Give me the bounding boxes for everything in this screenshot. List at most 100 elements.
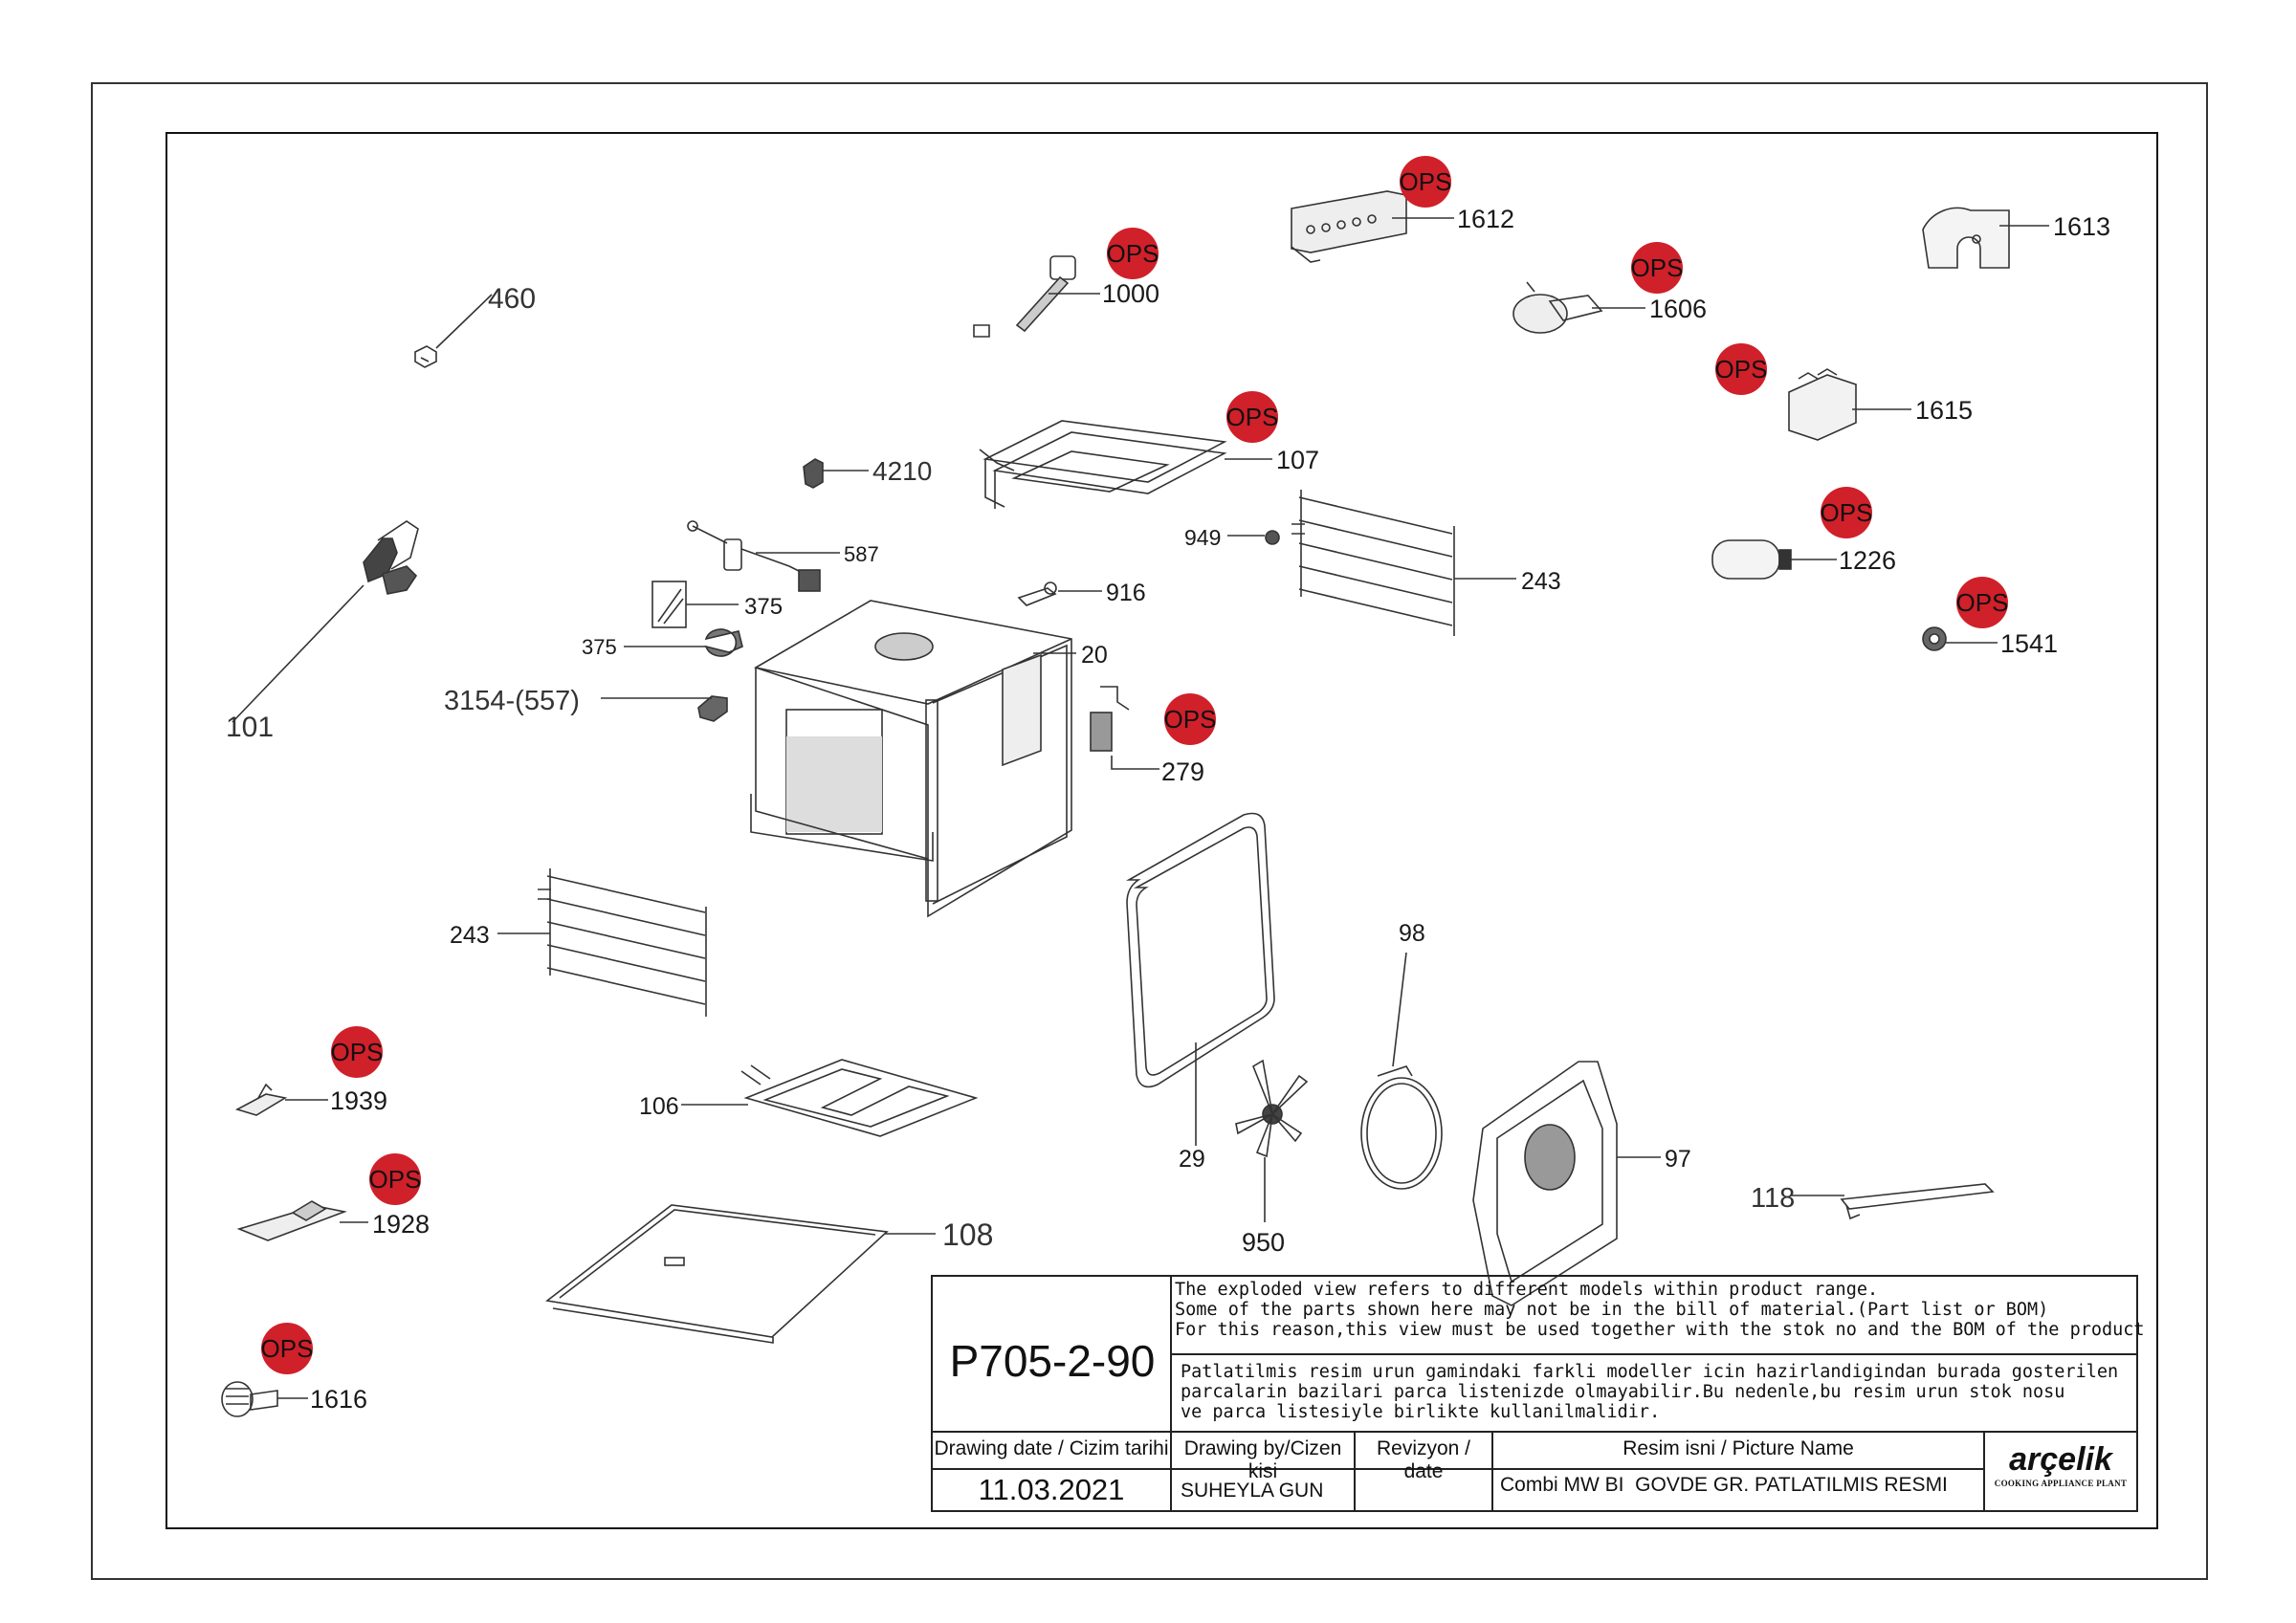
ops-marker xyxy=(1164,693,1216,745)
part-1939-clip xyxy=(234,1083,328,1116)
ops-label: OPS xyxy=(1631,253,1684,282)
callout-1615: 1615 xyxy=(1915,396,1973,425)
part-1226-capacitor xyxy=(1711,539,1837,580)
callout-950: 950 xyxy=(1242,1228,1285,1257)
note-line: Some of the parts shown here may not be … xyxy=(1175,1300,2049,1320)
note-line: For this reason,this view must be used t… xyxy=(1175,1320,2145,1340)
notes-turkish: Patlatilmis resim urun gamindaki farkli … xyxy=(1181,1362,2118,1422)
ops-marker xyxy=(1400,156,1451,208)
outer-frame xyxy=(91,82,2208,1580)
part-101-hinge xyxy=(232,520,419,723)
revision-label: Revizyon / date xyxy=(1376,1437,1471,1482)
callout-101: 101 xyxy=(226,712,274,743)
callout-1616: 1616 xyxy=(310,1385,367,1414)
picture-name-value: Combi MW BI GOVDE GR. PATLATILMIS RESMI xyxy=(1500,1474,1948,1496)
part-587-sensor xyxy=(687,520,840,592)
callout-243-right: 243 xyxy=(1521,568,1561,595)
callout-106: 106 xyxy=(639,1093,679,1120)
part-279-switch xyxy=(1090,686,1159,770)
part-4210-bracket xyxy=(803,458,869,489)
callout-1928: 1928 xyxy=(372,1210,430,1239)
ops-marker xyxy=(1715,343,1767,395)
ops-label: OPS xyxy=(1400,167,1452,196)
callout-1606: 1606 xyxy=(1649,295,1707,323)
note-line: parcalarin bazilari parca listenizde olm… xyxy=(1181,1382,2065,1402)
ops-label: OPS xyxy=(1164,705,1217,734)
callout-20: 20 xyxy=(1081,642,1108,669)
ops-marker xyxy=(1226,391,1278,443)
ops-label: OPS xyxy=(1715,355,1768,384)
callout-118: 118 xyxy=(1751,1183,1795,1214)
part-118-sensor-bracket xyxy=(1791,1183,1995,1220)
callout-949: 949 xyxy=(1184,525,1221,550)
ops-marker xyxy=(1631,242,1683,294)
part-1612-control-plate xyxy=(1291,190,1454,263)
drawn-by-value: SUHEYLA GUN xyxy=(1181,1480,1324,1502)
drawing-number: P705-2-90 xyxy=(949,1336,1156,1386)
part-916-screw xyxy=(1017,581,1102,606)
part-1613-cover xyxy=(1922,207,2049,269)
part-1928-latch xyxy=(236,1200,368,1241)
part-1541-nut xyxy=(1922,626,1998,651)
ops-label: OPS xyxy=(1956,588,2009,617)
callout-29: 29 xyxy=(1179,1146,1205,1173)
callout-4210: 4210 xyxy=(872,456,932,486)
callout-108: 108 xyxy=(942,1217,993,1252)
part-460-clip xyxy=(414,294,493,368)
part-243-shelf-support-left xyxy=(497,868,707,1017)
ops-marker xyxy=(1821,487,1872,538)
callout-3154: 3154-(557) xyxy=(444,686,580,716)
callout-375-glass: 375 xyxy=(744,594,783,620)
part-98-ring-heater xyxy=(1360,952,1443,1190)
part-1000-heater-rod xyxy=(973,255,1100,338)
callout-375-lamp: 375 xyxy=(582,635,617,659)
callout-587: 587 xyxy=(844,542,879,566)
callout-98: 98 xyxy=(1399,920,1425,947)
logo-subtitle: COOKING APPLIANCE PLANT xyxy=(1994,1479,2128,1488)
inner-frame xyxy=(166,132,2158,1529)
callout-279: 279 xyxy=(1161,757,1204,786)
part-108-bottom-panel xyxy=(545,1204,936,1344)
callout-243-left: 243 xyxy=(450,922,490,949)
part-375-lamp-glass xyxy=(624,581,743,657)
ops-markers: OPS OPS OPS OPS OPS OPS OPS OPS OPS OPS … xyxy=(261,156,2009,1374)
callout-1613: 1613 xyxy=(2053,212,2110,241)
title-block-grid xyxy=(931,1275,2138,1512)
logo-wordmark: arçelik xyxy=(2009,1441,2112,1478)
ops-marker xyxy=(1956,577,2008,628)
ops-marker xyxy=(261,1323,313,1374)
date-value: 11.03.2021 xyxy=(978,1473,1125,1506)
part-107-grill-heater xyxy=(979,420,1272,509)
arcelik-logo: arçelik COOKING APPLIANCE PLANT xyxy=(1988,1435,2133,1507)
part-1616-thermostat xyxy=(221,1381,308,1417)
ops-marker xyxy=(369,1153,421,1205)
callout-1541: 1541 xyxy=(2000,629,2058,658)
part-243-shelf-support-right xyxy=(1292,490,1516,636)
drawn-by-label: Drawing by/Cizen kisi xyxy=(1183,1437,1342,1482)
part-97-fan-cover xyxy=(1472,1061,1661,1306)
part-20-cavity xyxy=(750,600,1076,918)
ops-marker xyxy=(331,1026,383,1078)
note-line: The exploded view refers to different mo… xyxy=(1175,1280,1879,1300)
callout-1000: 1000 xyxy=(1102,279,1159,308)
callout-1939: 1939 xyxy=(330,1086,387,1115)
part-949-screw xyxy=(1227,530,1280,545)
ops-label: OPS xyxy=(331,1038,384,1066)
part-106-bottom-heater xyxy=(681,1059,979,1137)
date-label: Drawing date / Cizim tarihi xyxy=(934,1437,1169,1459)
note-line: ve parca listesiyle birlikte kullanilmal… xyxy=(1181,1402,1661,1422)
ops-label: OPS xyxy=(369,1165,422,1194)
callout-97: 97 xyxy=(1665,1146,1691,1173)
note-line: Patlatilmis resim urun gamindaki farkli … xyxy=(1181,1362,2119,1382)
ops-label: OPS xyxy=(1226,403,1279,431)
ops-label: OPS xyxy=(1107,239,1159,268)
ops-label: OPS xyxy=(1821,498,1873,527)
part-950-fan-blade xyxy=(1235,1059,1309,1222)
ops-marker xyxy=(1107,228,1159,279)
callout-1226: 1226 xyxy=(1839,546,1896,575)
part-1615-housing xyxy=(1788,368,1911,441)
part-29-door-gasket xyxy=(1125,812,1275,1146)
callout-107: 107 xyxy=(1276,446,1319,474)
picture-name-label: Resim isni / Picture Name xyxy=(1623,1437,1854,1459)
